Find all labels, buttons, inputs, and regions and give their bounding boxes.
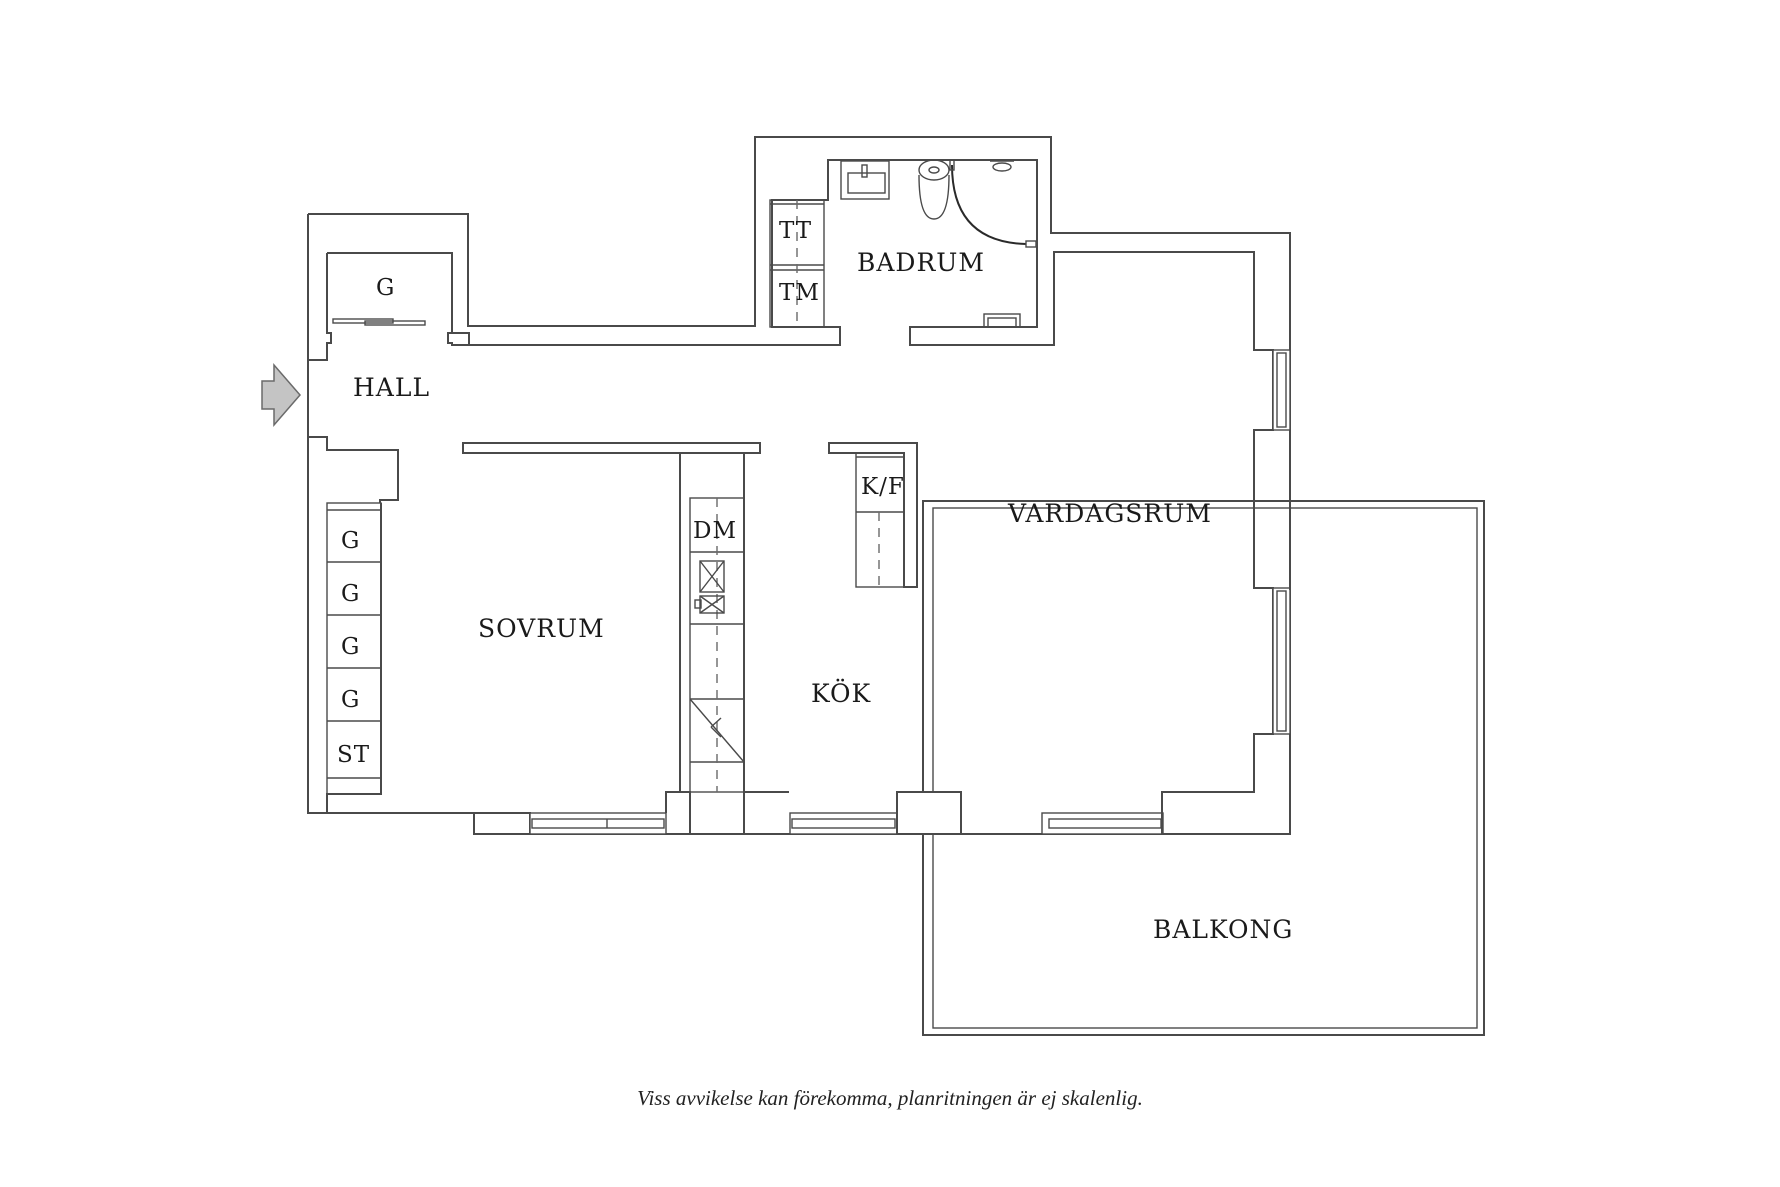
bottom-walls xyxy=(326,503,1290,835)
balcony xyxy=(922,500,1485,1036)
stove-icon xyxy=(699,560,725,593)
room-label-kok: KÖK xyxy=(811,679,872,708)
fixture-label-tm: TM xyxy=(779,280,820,306)
disclaimer-text: Viss avvikelse kan förekomma, planritnin… xyxy=(637,1086,1143,1110)
kitchen-counter xyxy=(689,497,745,793)
laundry-cabinets xyxy=(769,199,825,328)
kitchen-sink-icon xyxy=(694,595,725,614)
fixture-label-tt: TT xyxy=(779,218,812,244)
fixture-label-dm: DM xyxy=(693,518,737,544)
hall-walls xyxy=(307,213,469,503)
shower-icon xyxy=(949,159,1037,248)
room-label-vardagsrum: VARDAGSRUM xyxy=(1007,499,1212,528)
labels: HALL BADRUM SOVRUM KÖK VARDAGSRUM BALKON… xyxy=(337,218,1293,944)
bedroom-wardrobes xyxy=(326,502,382,795)
sink-icon xyxy=(840,160,890,200)
toilet-icon xyxy=(918,159,950,220)
fixture-label-st: ST xyxy=(337,742,370,768)
room-label-badrum: BADRUM xyxy=(857,248,985,277)
fixture-label-wardrobe-3: G xyxy=(341,634,360,660)
entrance-arrow-icon xyxy=(261,362,301,428)
room-label-sovrum: SOVRUM xyxy=(478,614,605,643)
bathroom-walls xyxy=(468,136,1055,346)
fixture-label-wardrobe-4: G xyxy=(341,687,360,713)
appliance-icon xyxy=(689,698,745,763)
room-label-balkong: BALKONG xyxy=(1153,915,1293,944)
right-walls xyxy=(1161,233,1291,834)
fridge-freezer-cabinet xyxy=(855,452,905,588)
room-label-hall: HALL xyxy=(353,373,430,402)
fixture-label-kf: K/F xyxy=(861,474,905,500)
fixture-label-wardrobe-2: G xyxy=(341,581,360,607)
fixture-label-hall-wardrobe: G xyxy=(376,275,395,301)
fixture-label-wardrobe-1: G xyxy=(341,528,360,554)
